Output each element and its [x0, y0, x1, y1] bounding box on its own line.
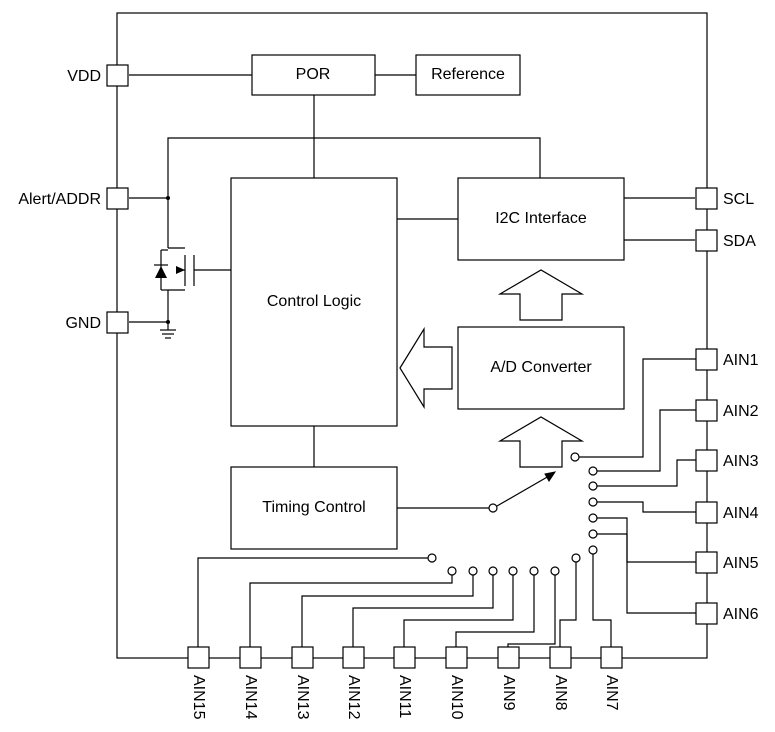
pin-ain3: AIN3 [695, 449, 759, 472]
mux-contact-ain14 [447, 566, 457, 576]
mux-wiring [197, 358, 696, 647]
arrow-mux-to-adc [497, 416, 585, 468]
arrow-adc-to-i2c [497, 269, 585, 321]
wire-ain12 [352, 575, 494, 647]
pin-ain4-label: AIN4 [723, 505, 759, 522]
pin-vdd-label: VDD [67, 68, 101, 85]
pin-ain9-label: AIN9 [500, 675, 517, 711]
mux-contact-ain7 [588, 545, 598, 555]
wire-ain7 [592, 554, 612, 647]
pin-ain8-label: AIN8 [552, 675, 569, 711]
pin-ain15: AIN15 [187, 646, 210, 720]
ad-converter-block: A/D Converter [457, 326, 625, 410]
i2c-interface-label: I2C Interface [495, 210, 587, 227]
pin-ain5: AIN5 [695, 551, 759, 574]
mux-contact-ain4 [588, 497, 598, 507]
mux-contact-ain9 [550, 566, 560, 576]
por-label: POR [296, 66, 331, 83]
pin-sda: SDA [695, 229, 756, 252]
internal-wiring [129, 74, 695, 509]
pin-ain12-label: AIN12 [345, 675, 362, 720]
wire-ain1 [579, 358, 696, 458]
pin-ain2: AIN2 [695, 399, 759, 422]
pin-ain6: AIN6 [695, 602, 759, 625]
pin-alert-addr: Alert/ADDR [18, 187, 129, 210]
mux-contact-ain6 [588, 529, 598, 539]
pin-ain14-label: AIN14 [242, 675, 259, 720]
pin-ain14: AIN14 [239, 646, 262, 720]
pin-ain11-label: AIN11 [396, 675, 413, 718]
reference-label: Reference [431, 66, 505, 83]
pin-gnd-label: GND [65, 315, 101, 332]
wire-ain11 [403, 575, 514, 647]
wire-ain9 [507, 575, 556, 647]
mux-contact-ain2 [588, 466, 598, 476]
i2c-interface-block: I2C Interface [457, 177, 625, 261]
pin-ain4: AIN4 [695, 501, 759, 524]
pin-scl: SCL [695, 187, 754, 210]
pin-ain13: AIN13 [291, 646, 314, 720]
wire-ain6 [597, 533, 696, 614]
mosfet-symbol [154, 196, 231, 339]
wire-ain15 [197, 557, 428, 647]
bottom-ain-pins: AIN15 AIN14 AIN13 AIN12 AIN11 AIN10 AIN9 AIN8 AI… [187, 646, 623, 720]
mux-contact-ain13 [468, 566, 478, 576]
pin-ain1-label: AIN1 [723, 352, 759, 369]
pin-ain7-label: AIN7 [603, 675, 620, 711]
pin-ain13-label: AIN13 [294, 675, 311, 720]
wire-ain8 [559, 562, 577, 647]
pin-ain7: AIN7 [600, 646, 623, 711]
pin-ain11: AIN11 [393, 646, 416, 718]
pin-ain10: AIN10 [445, 646, 468, 720]
mux-contact-ain8 [571, 553, 581, 563]
mux-contact-ain5 [588, 513, 598, 523]
pin-ain9: AIN9 [497, 646, 520, 711]
por-block: POR [251, 54, 376, 96]
pin-ain5-label: AIN5 [723, 555, 759, 572]
wire-ain14 [249, 575, 453, 647]
timing-control-block: Timing Control [230, 466, 398, 550]
pin-ain8: AIN8 [549, 646, 572, 711]
pin-vdd: VDD [67, 64, 129, 87]
arrow-adc-to-control [399, 326, 453, 410]
pin-scl-label: SCL [723, 191, 754, 208]
wire-ain5 [597, 517, 696, 563]
pin-ain10-label: AIN10 [448, 675, 465, 720]
mux-switch-pivot [488, 503, 498, 513]
pin-ain2-label: AIN2 [723, 403, 759, 420]
mux-contact-ain12 [488, 566, 498, 576]
pin-ain1: AIN1 [695, 348, 759, 371]
mux-contact-ain1 [570, 452, 580, 462]
pin-ain3-label: AIN3 [723, 453, 759, 470]
wire-ain2 [597, 409, 696, 472]
pin-alert-addr-label: Alert/ADDR [18, 191, 101, 208]
pin-sda-label: SDA [723, 233, 756, 250]
wire-ain4 [597, 501, 696, 513]
control-logic-block: Control Logic [230, 177, 398, 427]
mux-contact-ain11 [508, 566, 518, 576]
wire-ain3 [597, 459, 696, 487]
wire-ain13 [301, 575, 474, 647]
pin-ain12: AIN12 [342, 646, 365, 720]
mux-contact-ain10 [529, 566, 539, 576]
timing-control-label: Timing Control [262, 499, 365, 516]
control-logic-label: Control Logic [267, 293, 361, 310]
wire-ain10 [455, 575, 535, 647]
pin-ain15-label: AIN15 [190, 675, 207, 720]
mux-contact-ain15 [427, 553, 437, 563]
pin-ain6-label: AIN6 [723, 606, 759, 623]
reference-block: Reference [415, 54, 521, 96]
pin-gnd: GND [65, 311, 129, 334]
ad-converter-label: A/D Converter [490, 359, 592, 376]
mux-contact-ain3 [588, 481, 598, 491]
